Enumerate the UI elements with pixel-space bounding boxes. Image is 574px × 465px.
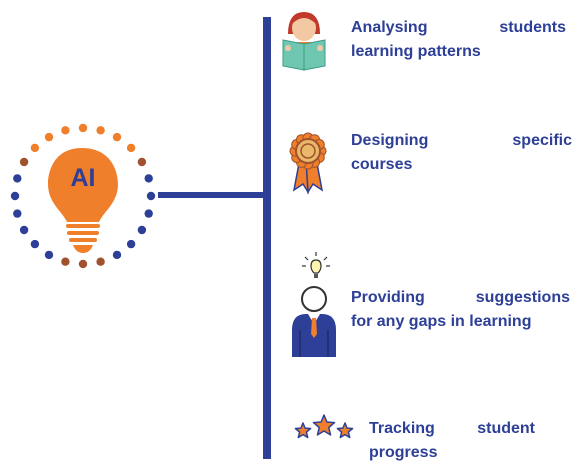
item-designing: Designing specific courses <box>351 129 572 177</box>
vertical-line <box>263 17 271 459</box>
ring-dot <box>78 123 88 133</box>
connector-line <box>158 192 268 198</box>
ring-dot <box>126 143 136 153</box>
ring-dot <box>19 157 29 167</box>
lightbulb-icon <box>48 148 118 253</box>
ring-dot <box>112 250 122 260</box>
ring-dot <box>112 132 122 142</box>
star-icon <box>336 422 354 439</box>
item-designing-line2: courses <box>351 156 413 173</box>
ring-dot <box>13 174 22 183</box>
ring-dot <box>19 225 29 235</box>
ring-dot <box>144 209 153 218</box>
ring-dot <box>30 143 40 153</box>
ring-dot <box>61 257 70 266</box>
item-analysing-line1: Analysing students <box>351 19 566 36</box>
person-with-idea-icon <box>292 252 336 357</box>
ring-dot <box>10 191 20 201</box>
item-tracking: Tracking student progress <box>369 417 535 465</box>
ring-dot <box>78 259 88 269</box>
stars-icon <box>294 414 354 439</box>
ring-dot <box>96 126 105 135</box>
ring-dot <box>137 225 147 235</box>
dotted-ring <box>10 123 156 269</box>
star-icon <box>294 422 312 439</box>
item-tracking-line2: progress <box>369 444 438 461</box>
item-providing-line1: Providing suggestions <box>351 289 570 306</box>
ring-dot <box>44 250 54 260</box>
item-analysing: Analysing students learning patterns <box>351 16 566 64</box>
star-icon <box>312 414 336 436</box>
ring-dot <box>144 174 153 183</box>
item-designing-line1: Designing specific <box>351 132 572 149</box>
ring-dot <box>13 209 22 218</box>
ring-dot <box>30 239 40 249</box>
ring-dot <box>61 126 70 135</box>
item-tracking-line1: Tracking student <box>369 420 535 437</box>
item-analysing-line2: learning patterns <box>351 43 481 60</box>
item-providing: Providing suggestions for any gaps in le… <box>351 286 570 334</box>
ring-dot <box>44 132 54 142</box>
ai-label: AI <box>71 164 96 192</box>
reading-girl-icon <box>282 12 326 71</box>
award-ribbon-icon <box>289 132 327 195</box>
item-providing-line2: for any gaps in learning <box>351 313 532 330</box>
ring-dot <box>146 191 156 201</box>
ring-dot <box>126 239 136 249</box>
ring-dot <box>96 257 105 266</box>
ring-dot <box>137 157 147 167</box>
